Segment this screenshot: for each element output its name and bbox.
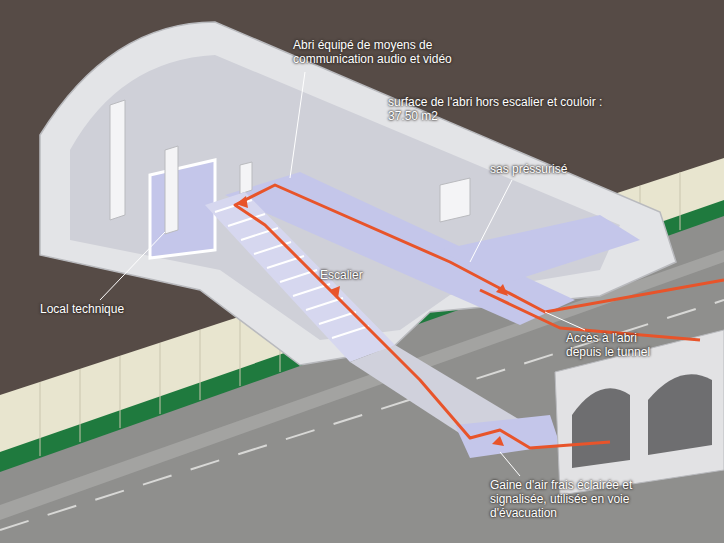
callout-label: Gaine d'air frais éclairée et signalisée…	[490, 478, 680, 520]
callout-label: Escalier	[320, 268, 363, 282]
callout-label: Accès à l'abri depuis le tunnel	[566, 331, 661, 359]
callout-label: surface de l'abri hors escalier et coulo…	[388, 95, 628, 123]
callout-label: Abri équipé de moyens de communication a…	[293, 38, 493, 66]
callout-label: Local technique	[40, 302, 124, 316]
callout-label: sas préssurisé	[490, 162, 567, 176]
